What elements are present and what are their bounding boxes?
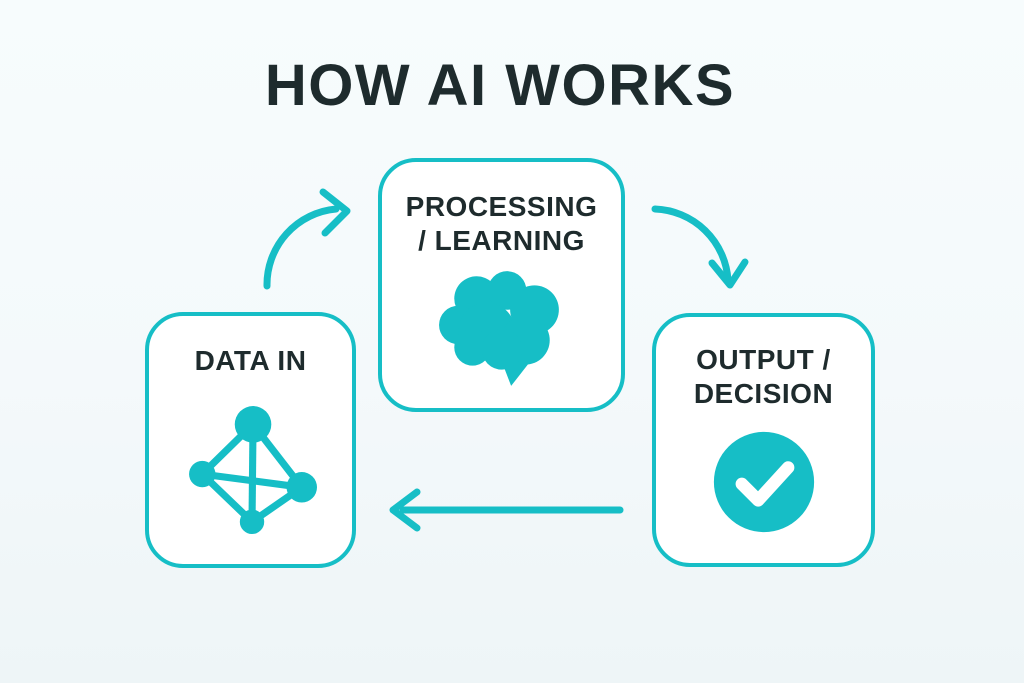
brain-icon xyxy=(436,264,568,388)
check-circle-icon xyxy=(711,429,817,535)
node-output-label-line1: OUTPUT / xyxy=(696,344,831,375)
node-data-in: DATA IN xyxy=(145,312,356,568)
arrow-output-to-data-in xyxy=(389,488,624,532)
arrow-processing-to-output xyxy=(651,205,749,289)
node-output-label: OUTPUT / DECISION xyxy=(694,343,833,411)
node-processing-learning: PROCESSING / LEARNING xyxy=(378,158,625,412)
arrow-data-in-to-processing xyxy=(263,188,351,290)
node-processing-label-line2: / LEARNING xyxy=(418,225,585,256)
node-data-in-label: DATA IN xyxy=(194,345,307,376)
node-processing-label-line1: PROCESSING xyxy=(405,191,598,222)
node-processing-label: PROCESSING / LEARNING xyxy=(406,190,598,258)
node-output-decision: OUTPUT / DECISION xyxy=(652,313,875,567)
node-output-label-line2: DECISION xyxy=(693,378,834,409)
network-graph-icon xyxy=(185,402,317,534)
diagram-title: HOW AI WORKS xyxy=(264,53,736,118)
